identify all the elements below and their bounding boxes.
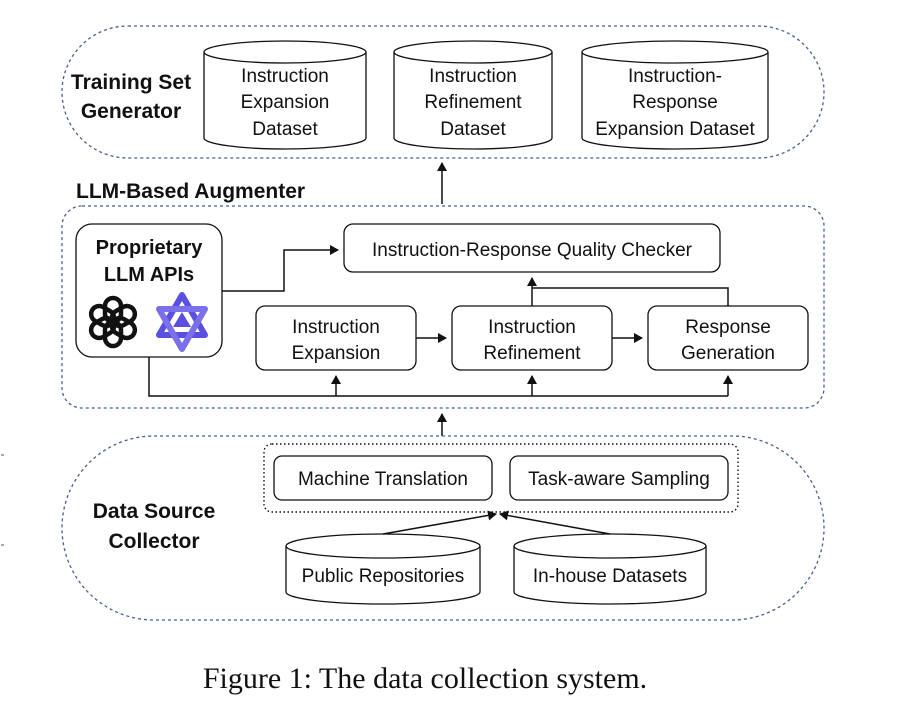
step-label-line: Response [685,317,771,338]
machine-translation-label: Machine Translation [298,469,468,490]
step-label-line: Refinement [483,343,581,364]
processing-group [263,443,739,513]
dataset-label-line: Expansion Dataset [595,119,755,140]
augmenter-title: LLM-Based Augmenter [76,180,305,203]
openai-logo-icon [88,295,138,349]
quality-checker-box [343,223,721,273]
step-label-line: Instruction [292,317,380,338]
step-label-line: Expansion [292,343,381,364]
dataset-cylinder-instruction-response-expansion: Instruction- Response Expansion Dataset [581,40,769,150]
dataset-label-line: Instruction [429,66,517,87]
dataset-label-line: Dataset [252,119,318,140]
collector-panel [61,435,825,621]
source-label: Public Repositories [302,566,465,587]
figure-caption: Figure 1: The data collection system. [203,662,647,695]
machine-translation-box [273,455,493,501]
dataset-label-line: Instruction [241,66,329,87]
task-aware-sampling-label: Task-aware Sampling [528,469,710,490]
quality-checker-label: Instruction-Response Quality Checker [372,240,693,261]
task-aware-sampling-box [509,455,729,501]
collector-title-1: Data Source [93,500,216,523]
dataset-cylinder-instruction-expansion: Instruction Expansion Dataset [203,40,367,150]
training-set-generator-panel [61,25,825,159]
dataset-label-line: Instruction- [628,66,722,87]
llm-title-2: LLM APIs [104,264,194,286]
step-label-line: Instruction [488,317,576,338]
dataset-label-line: Dataset [440,119,506,140]
dataset-label-line: Refinement [424,92,522,113]
llm-title-1: Proprietary [96,237,204,259]
collector-connectors [382,510,611,535]
augmenter-panel [61,205,825,409]
dataset-label-line: Response [632,92,718,113]
dataset-label-line: Expansion [241,92,330,113]
dataset-cylinder-instruction-refinement: Instruction Refinement Dataset [393,40,553,150]
collector-title-2: Collector [108,530,199,553]
source-cylinder-public-repositories: Public Repositories [285,533,481,605]
source-cylinder-in-house-datasets: In-house Datasets [513,533,707,605]
training-set-generator-title-2: Generator [81,100,181,123]
training-set-generator-title-1: Training Set [71,71,191,94]
augmenter-connectors [148,245,733,397]
step-label-line: Generation [681,343,775,364]
qwen-logo-icon [156,292,208,352]
source-label: In-house Datasets [533,566,687,587]
